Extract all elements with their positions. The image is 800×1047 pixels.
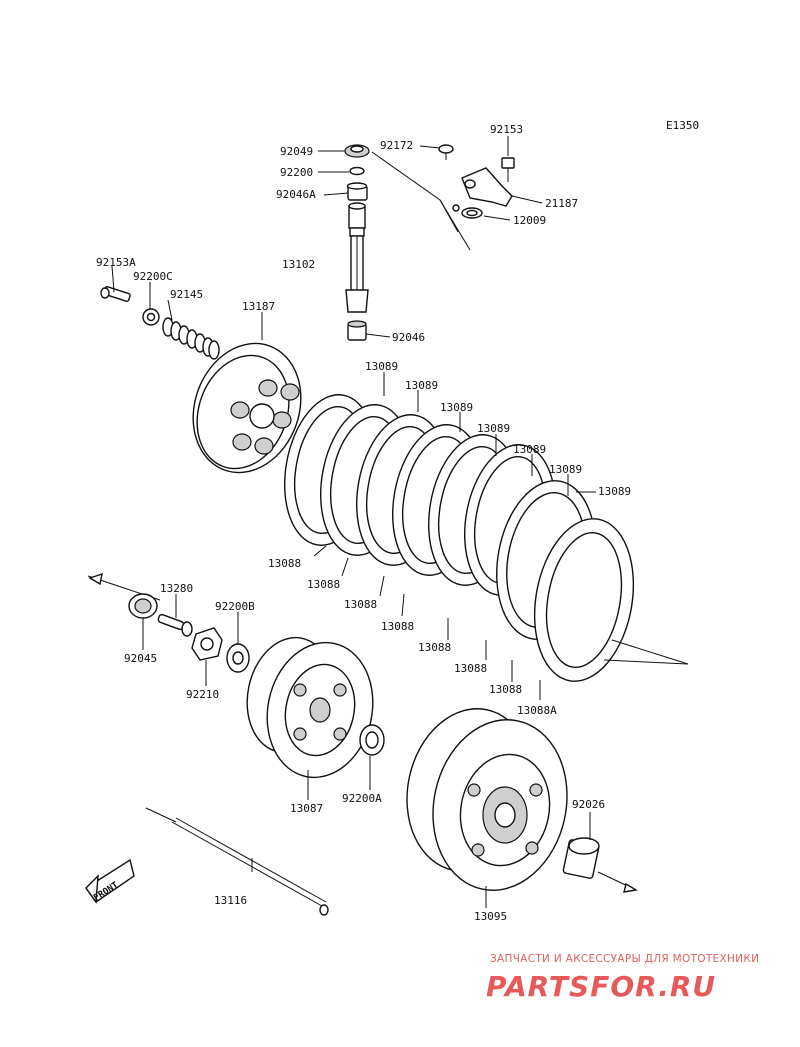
part-label-13088-7: 13088 — [489, 683, 522, 696]
front-arrow — [85, 858, 135, 904]
part-label-92200B: 92200B — [215, 600, 255, 613]
part-label-92046A: 92046A — [276, 188, 316, 201]
part-label-13088-6: 13088 — [454, 662, 487, 675]
watermark-brand: PARTSFOR.RU — [486, 970, 716, 1003]
sleeve — [562, 837, 638, 893]
part-label-13089-6: 13089 — [549, 463, 582, 476]
part-label-92046: 92046 — [392, 331, 425, 344]
part-label-92200: 92200 — [280, 166, 313, 179]
part-label-13088A: 13088A — [517, 704, 557, 717]
part-label-13088-3: 13088 — [344, 598, 377, 611]
part-label-13089-3: 13089 — [440, 401, 473, 414]
part-label-13280: 13280 — [160, 582, 193, 595]
push-rod — [145, 807, 329, 916]
part-label-92210: 92210 — [186, 688, 219, 701]
part-label-92200C: 92200C — [133, 270, 173, 283]
leader-lines — [111, 136, 596, 908]
part-label-92153: 92153 — [490, 123, 523, 136]
part-label-13088-4: 13088 — [381, 620, 414, 633]
part-label-92026: 92026 — [572, 798, 605, 811]
part-label-13095: 13095 — [474, 910, 507, 923]
part-label-13116: 13116 — [214, 894, 247, 907]
part-label-92172: 92172 — [380, 139, 413, 152]
part-label-92145: 92145 — [170, 288, 203, 301]
clutch-spring — [162, 317, 220, 360]
part-label-13089-1: 13089 — [365, 360, 398, 373]
pusher-assembly — [87, 572, 250, 673]
pressure-plate-assembly — [100, 285, 302, 474]
part-label-13089-7: 13089 — [598, 485, 631, 498]
part-label-21187: 21187 — [545, 197, 578, 210]
part-label-92049: 92049 — [280, 145, 313, 158]
release-lever-assembly — [371, 144, 515, 251]
watermark-tagline: ЗАПЧАСТИ И АКСЕССУАРЫ ДЛЯ МОТОТЕХНИКИ — [490, 953, 759, 965]
part-label-13088-1: 13088 — [268, 557, 301, 570]
part-label-13089-5: 13089 — [513, 443, 546, 456]
clutch-housing — [406, 708, 568, 891]
part-label-12009: 12009 — [513, 214, 546, 227]
part-label-92153A: 92153A — [96, 256, 136, 269]
part-label-13187: 13187 — [242, 300, 275, 313]
release-shaft-assembly — [344, 144, 370, 341]
part-label-92045: 92045 — [124, 652, 157, 665]
drawing — [85, 136, 689, 916]
clutch-plate-stack — [284, 394, 689, 682]
part-labels: E1350 92153 92049 92172 92200 92046A 211… — [92, 119, 699, 923]
watermark: ЗАПЧАСТИ И АКСЕССУАРЫ ДЛЯ МОТОТЕХНИКИ PA… — [486, 953, 759, 1003]
part-label-13088-2: 13088 — [307, 578, 340, 591]
part-label-13088-5: 13088 — [418, 641, 451, 654]
part-label-13089-4: 13089 — [477, 422, 510, 435]
diagram-code: E1350 — [666, 119, 699, 132]
part-label-13102: 13102 — [282, 258, 315, 271]
part-label-13089-2: 13089 — [405, 379, 438, 392]
part-label-92200A: 92200A — [342, 792, 382, 805]
clutch-hub — [246, 636, 385, 779]
part-label-13087: 13087 — [290, 802, 323, 815]
